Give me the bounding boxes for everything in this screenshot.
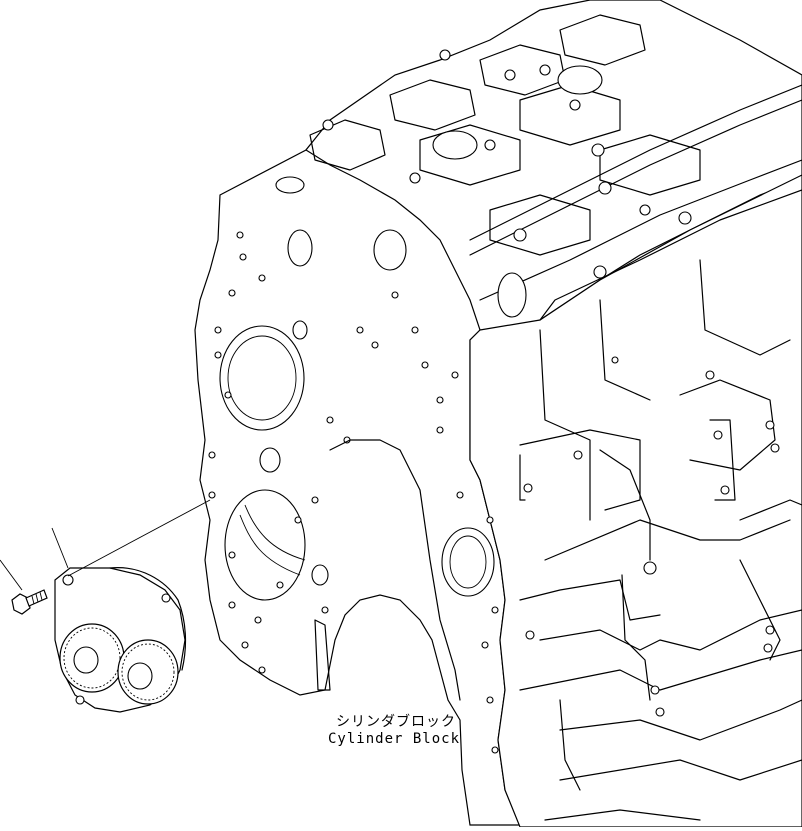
front-plate-cutout-2 xyxy=(314,619,331,691)
head-bolt xyxy=(598,181,612,195)
small-bore xyxy=(287,229,313,267)
block-rib xyxy=(519,454,526,501)
idler-bore-inner xyxy=(449,535,487,589)
head-bolt xyxy=(409,172,421,184)
camshaft-bore-inner xyxy=(227,335,297,421)
pump-drive-gear-teeth xyxy=(63,627,121,689)
block-rib xyxy=(544,809,701,821)
block-rib xyxy=(559,759,802,781)
block-rib xyxy=(699,259,791,356)
callout-label-jp: シリンダブロック xyxy=(336,714,456,730)
block-rib xyxy=(621,574,651,701)
block-rib xyxy=(679,379,776,471)
head-bolt xyxy=(539,64,551,76)
pump-alignment-line xyxy=(67,499,211,577)
bolt-leader-line xyxy=(0,559,23,591)
head-bolt xyxy=(569,99,581,111)
small-bore xyxy=(259,447,281,473)
front-plate-cutout xyxy=(329,439,461,701)
head-bolt xyxy=(593,265,607,279)
block-rib xyxy=(544,519,791,561)
block-top-face xyxy=(305,0,802,336)
block-rib xyxy=(519,429,641,511)
head-port xyxy=(432,130,478,160)
pump-leader-line xyxy=(51,527,69,569)
head-bolt xyxy=(439,49,451,61)
block-rib xyxy=(559,699,581,791)
pump-mount-hole xyxy=(75,695,85,705)
head-boss-4 xyxy=(559,14,646,66)
mounting-bolt xyxy=(11,589,48,615)
callout-label-en: Cylinder Block xyxy=(328,731,461,747)
head-bolt xyxy=(513,228,527,242)
head-boss-7 xyxy=(599,134,701,196)
block-rib xyxy=(709,419,736,501)
oil-pump-assembly xyxy=(54,567,187,713)
head-boss-1 xyxy=(309,119,386,171)
front-plate-bolt-holes xyxy=(208,231,499,754)
crank-bore-lip-2 xyxy=(244,504,306,561)
pump-idler-hub xyxy=(127,662,153,690)
block-rib xyxy=(539,329,591,521)
head-bolt xyxy=(678,211,692,225)
head-rail-3 xyxy=(479,159,802,301)
camshaft-bore xyxy=(219,325,305,431)
block-rib xyxy=(599,449,651,561)
crank-bore-lip xyxy=(239,514,301,576)
head-rail-2 xyxy=(469,99,802,256)
head-boss-8 xyxy=(489,194,591,256)
head-edge xyxy=(539,189,802,321)
bolt-shank xyxy=(25,589,48,607)
pump-drive-hub xyxy=(73,646,99,674)
pump-idler-gear-teeth xyxy=(121,643,175,701)
head-bolt xyxy=(591,143,605,157)
head-boss-5 xyxy=(419,124,521,186)
head-bolt xyxy=(504,69,516,81)
bolt-head xyxy=(11,593,31,615)
block-rib xyxy=(739,499,802,521)
head-boss-2 xyxy=(389,79,476,131)
head-bolt xyxy=(639,204,651,216)
block-rib xyxy=(519,649,802,691)
block-rib xyxy=(739,559,781,661)
head-port xyxy=(275,176,305,194)
cylinder-block xyxy=(194,0,802,828)
bolt-thread xyxy=(31,591,43,605)
pump-housing-back xyxy=(109,567,187,671)
idler-bore xyxy=(441,527,495,597)
block-rib xyxy=(559,699,802,741)
small-bore xyxy=(292,320,308,340)
block-rib xyxy=(539,609,802,651)
head-bolt xyxy=(484,139,496,151)
block-rib xyxy=(599,299,651,401)
pump-mount-hole xyxy=(161,593,171,603)
crank-bore xyxy=(224,489,306,601)
head-rail xyxy=(469,84,802,241)
head-bolt xyxy=(322,119,334,131)
pump-mount-hole xyxy=(62,574,74,586)
block-side-bolt-holes xyxy=(523,356,780,717)
head-port xyxy=(373,229,407,271)
small-bore xyxy=(311,564,329,586)
head-port xyxy=(557,65,603,95)
block-rib xyxy=(519,579,661,621)
head-port xyxy=(497,272,527,318)
